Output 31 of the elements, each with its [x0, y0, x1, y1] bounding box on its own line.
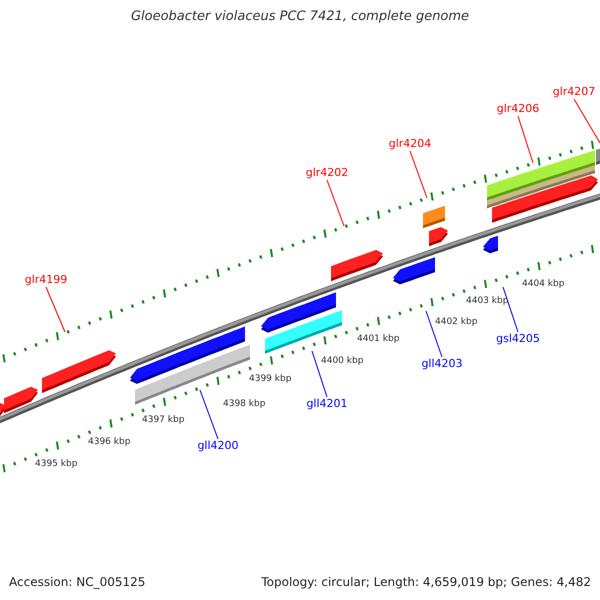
- leader-line: [502, 286, 518, 332]
- scale-label: 4397 kbp: [142, 415, 184, 426]
- scale-label: 4402 kbp: [435, 317, 478, 328]
- scale-label: 4395 kbp: [35, 459, 78, 470]
- leader-line: [518, 116, 534, 164]
- gene-label: glr4199: [24, 273, 68, 286]
- leader-line: [326, 180, 344, 226]
- title: Gloeobacter violaceus PCC 7421, complete genome: [130, 9, 470, 25]
- gene-label: gll4200: [197, 439, 239, 452]
- gene-label: glr4207: [552, 85, 596, 98]
- leader-line: [312, 350, 328, 398]
- scale-label: 4399 kbp: [249, 374, 292, 385]
- scale-label: 4400 kbp: [321, 356, 364, 367]
- gene-label: gsl4205: [496, 332, 540, 345]
- scale-label: 4396 kbp: [88, 437, 130, 448]
- gene-label: glr4206: [496, 102, 540, 115]
- leader-line: [426, 310, 442, 358]
- gene-label: glr4204: [388, 137, 432, 150]
- leader-line: [410, 150, 428, 198]
- scale-label: 4398 kbp: [223, 399, 266, 410]
- scale-label: 4401 kbp: [357, 334, 400, 345]
- leader-line: [574, 98, 600, 144]
- genome-info-note: Topology: circular; Length: 4,659,019 bp; Genes: 4,482: [261, 575, 591, 589]
- leader-line: [46, 286, 66, 332]
- leader-line: [200, 390, 218, 440]
- scale-label: 4404 kbp: [522, 279, 564, 290]
- scale-label: 4403 kbp: [466, 296, 508, 307]
- accession-note: Accession: NC_005125: [9, 575, 146, 589]
- gene-label: gll4203: [421, 357, 463, 370]
- gene-label: glr4202: [306, 166, 348, 179]
- gene-label: gll4201: [306, 397, 348, 410]
